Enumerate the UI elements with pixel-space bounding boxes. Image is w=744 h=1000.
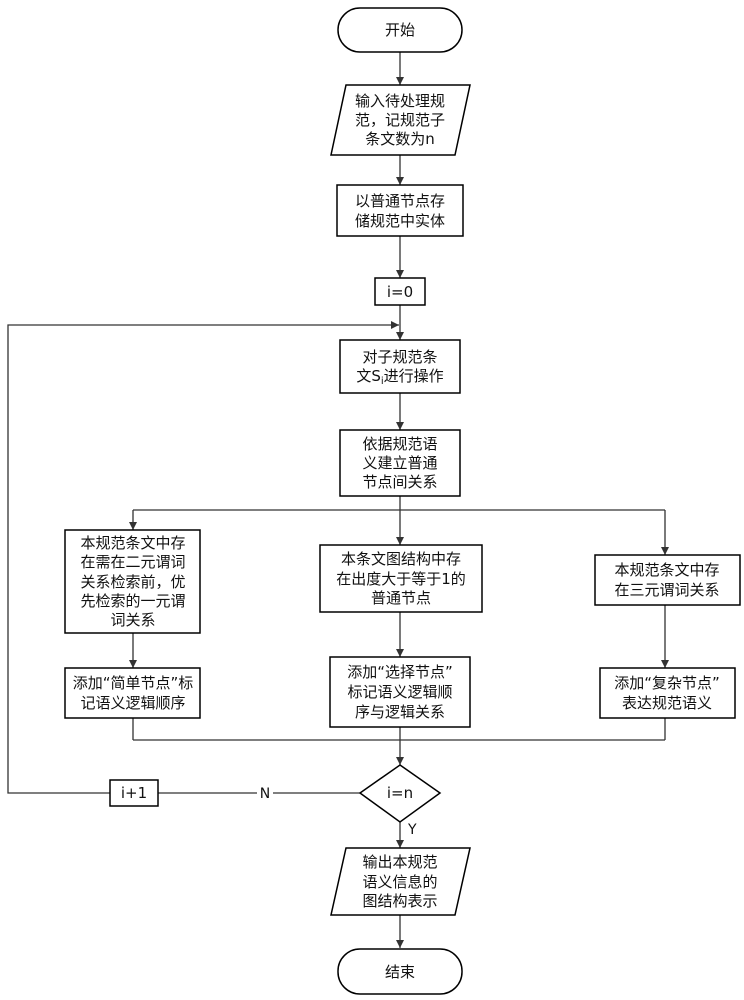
cond-outdegree-box xyxy=(319,544,483,613)
store-entities-line-2: 储规范中实体 xyxy=(355,212,445,230)
edges: N Y xyxy=(7,52,669,948)
end-terminal-shape xyxy=(337,948,463,995)
add-simple-box xyxy=(64,667,201,719)
node-cond-ternary: 本规范条文中存 在三元谓词关系 xyxy=(594,554,741,606)
operate-line-1: 对子规范条 xyxy=(362,348,437,366)
node-add-complex: 添加“复杂节点” 表达规范语义 xyxy=(599,667,736,719)
add-choice-box xyxy=(329,656,471,728)
start-label: 开始 xyxy=(385,21,415,39)
cond-outdegree-line-3: 普通节点 xyxy=(371,589,431,607)
input-line-1: 输入待处理规 xyxy=(355,92,445,110)
store-entities-box xyxy=(336,184,464,237)
node-add-simple: 添加“简单节点”标 记语义逻辑顺序 xyxy=(64,667,201,719)
add-complex-line-1: 添加“复杂节点” xyxy=(614,674,720,692)
init-box xyxy=(374,277,426,306)
input-line-3: 条文数为n xyxy=(365,130,435,148)
node-store-entities: 以普通节点存 储规范中实体 xyxy=(336,184,464,237)
init-label: i=0 xyxy=(387,283,413,301)
node-add-choice: 添加“选择节点” 标记语义逻辑顺 序与逻辑关系 xyxy=(329,656,471,728)
add-complex-box xyxy=(599,667,736,719)
add-simple-line-2: 记语义逻辑顺序 xyxy=(80,694,185,712)
build-relations-line-2: 义建立普通 xyxy=(362,454,437,472)
cond-outdegree-line-2: 在出度大于等于1的 xyxy=(336,570,466,588)
node-cond-unary: 本规范条文中存 在需在二元谓词 关系检索前，优 先检索的一元谓 词关系 xyxy=(64,529,201,634)
cond-unary-box xyxy=(64,529,201,634)
input-line-2: 范，记规范子 xyxy=(355,111,445,129)
output-line-3: 图结构表示 xyxy=(362,892,437,910)
node-decision: i=n xyxy=(358,764,442,823)
cond-unary-line-4: 先检索的一元谓 xyxy=(80,592,185,610)
increment-label: i+1 xyxy=(121,784,147,802)
cond-ternary-line-2: 在三元谓词关系 xyxy=(614,581,719,599)
operate-line-2-before: 文S xyxy=(356,367,381,385)
operate-line-2-after: 进行操作 xyxy=(384,367,444,385)
edge-yes-label: Y xyxy=(407,822,417,838)
add-simple-line-1: 添加“简单节点”标 xyxy=(73,674,194,692)
node-input: 输入待处理规 范，记规范子 条文数为n xyxy=(330,84,471,156)
increment-box xyxy=(109,779,159,807)
node-output: 输出本规范 语义信息的 图结构表示 xyxy=(330,847,471,916)
decision-label: i=n xyxy=(387,784,413,802)
node-cond-outdegree: 本条文图结构中存 在出度大于等于1的 普通节点 xyxy=(319,544,483,613)
cond-ternary-line-1: 本规范条文中存 xyxy=(614,561,719,579)
node-init: i=0 xyxy=(374,277,426,306)
decision-diamond-shape xyxy=(358,764,442,823)
cond-unary-line-2: 在需在二元谓词 xyxy=(80,553,185,571)
node-start: 开始 xyxy=(337,7,463,53)
node-operate: 对子规范条 文Si进行操作 xyxy=(339,339,461,394)
end-label: 结束 xyxy=(385,963,415,981)
operate-box xyxy=(339,339,461,394)
output-line-2: 语义信息的 xyxy=(362,873,437,891)
edge-no-label: N xyxy=(260,786,270,802)
node-increment: i+1 xyxy=(109,779,159,807)
store-entities-line-1: 以普通节点存 xyxy=(355,192,445,210)
cond-unary-line-3: 关系检索前，优 xyxy=(80,573,185,591)
node-build-relations: 依据规范语 义建立普通 节点间关系 xyxy=(339,429,461,497)
cond-ternary-box xyxy=(594,554,741,606)
no-label-gap xyxy=(257,784,273,802)
output-parallelogram-shape xyxy=(330,847,471,916)
edge-increment-loop-back xyxy=(7,321,399,794)
build-relations-line-1: 依据规范语 xyxy=(362,435,437,453)
operate-line-2: 文Si进行操作 xyxy=(356,367,443,387)
start-terminal-shape xyxy=(337,7,463,53)
node-end: 结束 xyxy=(337,948,463,995)
input-parallelogram-shape xyxy=(330,84,471,156)
build-relations-line-3: 节点间关系 xyxy=(362,473,437,491)
output-line-1: 输出本规范 xyxy=(362,853,437,871)
cond-unary-line-1: 本规范条文中存 xyxy=(80,534,185,552)
add-choice-line-3: 序与逻辑关系 xyxy=(355,703,445,721)
add-complex-line-2: 表达规范语义 xyxy=(622,694,712,712)
add-choice-line-2: 标记语义逻辑顺 xyxy=(347,683,452,701)
add-choice-line-1: 添加“选择节点” xyxy=(347,663,453,681)
build-relations-box xyxy=(339,429,461,497)
operate-line-2-subscript: i xyxy=(381,376,384,387)
cond-outdegree-line-1: 本条文图结构中存 xyxy=(341,550,461,568)
cond-unary-line-5: 词关系 xyxy=(110,611,155,629)
